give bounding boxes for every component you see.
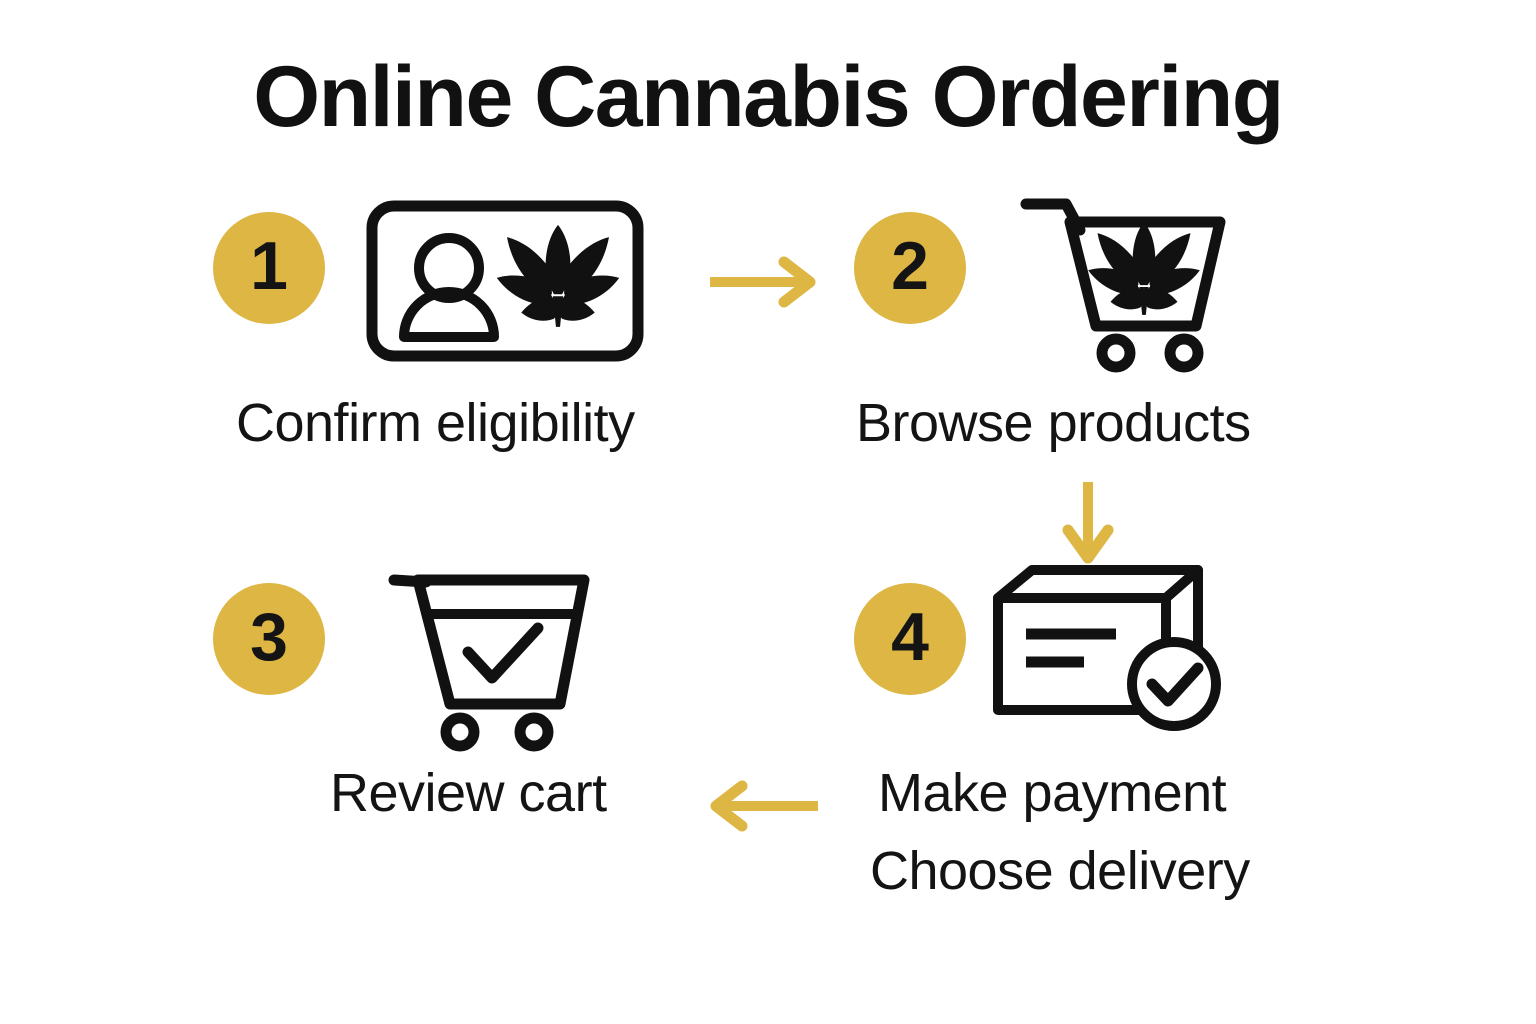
step-3-label: Review cart [330,763,607,823]
package-box-with-check-badge-icon [990,562,1238,734]
shopping-cart-with-cannabis-leaf-icon [1020,190,1232,373]
arrow-step2-to-step4 [1052,480,1132,570]
step-4-label: Make payment [878,763,1227,823]
page-title: Online Cannabis Ordering [253,49,1284,145]
shopping-cart-with-checkmark-icon [388,570,604,752]
step-1-number-badge: 1 [213,212,325,324]
step-4-number: 4 [891,599,929,675]
step-2-number-badge: 2 [854,212,966,324]
step-1-number: 1 [250,228,288,304]
step-2-number: 2 [891,228,929,304]
step-4-number-badge: 4 [854,583,966,695]
arrow-step4-to-step3 [702,776,822,836]
step-2-label: Browse products [856,393,1251,453]
step-1-label: Confirm eligibility [236,393,635,453]
step-3-number-badge: 3 [213,583,325,695]
arrow-step1-to-step2 [706,252,824,312]
step-4-label-secondary: Choose delivery [870,841,1250,901]
id-card-with-person-and-cannabis-leaf-icon [366,200,644,362]
step-3-number: 3 [250,599,288,675]
